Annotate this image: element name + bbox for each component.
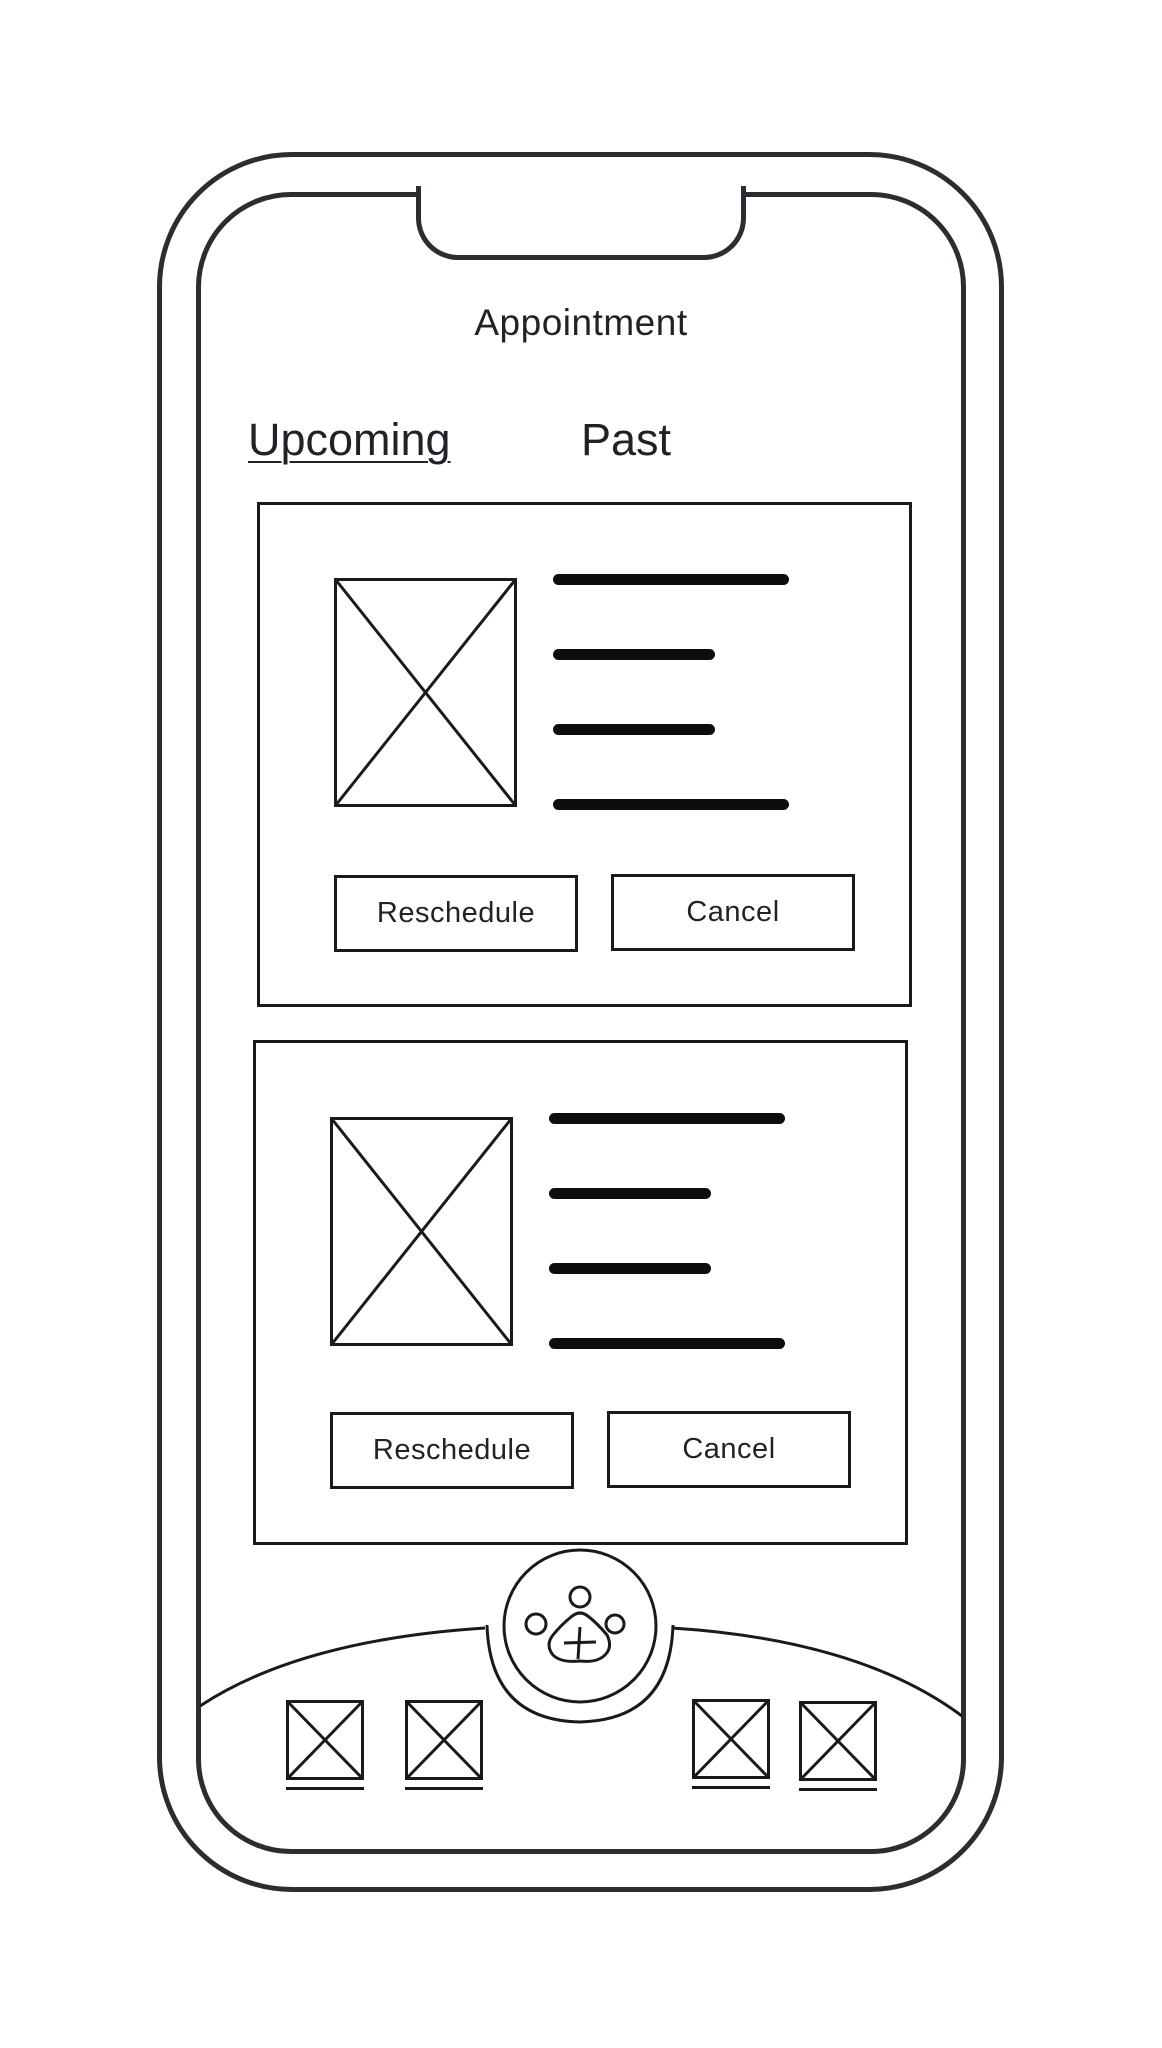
nav-item-underline: [286, 1787, 364, 1790]
paw-plus-icon: [502, 1548, 658, 1704]
reschedule-button[interactable]: Reschedule: [334, 875, 578, 952]
nav-item[interactable]: [692, 1699, 770, 1795]
detail-line: [553, 574, 789, 585]
image-placeholder-icon: [692, 1699, 770, 1779]
nav-item-underline: [692, 1786, 770, 1789]
detail-line: [549, 1338, 785, 1349]
detail-line: [553, 724, 715, 735]
detail-line: [553, 649, 715, 660]
image-placeholder-icon: [330, 1117, 513, 1346]
page-title: Appointment: [474, 302, 688, 343]
appointment-card: Reschedule Cancel: [257, 502, 912, 1007]
tab-past[interactable]: Past: [581, 414, 672, 465]
image-placeholder-icon: [334, 578, 517, 807]
appointment-card: Reschedule Cancel: [253, 1040, 908, 1545]
detail-line: [549, 1188, 711, 1199]
image-placeholder-icon: [799, 1701, 877, 1781]
nav-item-underline: [405, 1787, 483, 1790]
phone-frame-outer: [157, 152, 1004, 1892]
detail-line: [549, 1263, 711, 1274]
detail-line: [549, 1113, 785, 1124]
cancel-button[interactable]: Cancel: [611, 874, 855, 951]
phone-notch: [416, 186, 746, 260]
tab-upcoming[interactable]: Upcoming: [248, 414, 451, 465]
image-placeholder-icon: [405, 1700, 483, 1780]
nav-item-underline: [799, 1788, 877, 1791]
detail-line: [553, 799, 789, 810]
image-placeholder-icon: [286, 1700, 364, 1780]
add-pet-button[interactable]: [501, 1547, 659, 1705]
nav-item[interactable]: [286, 1700, 364, 1796]
nav-item[interactable]: [799, 1701, 877, 1797]
cancel-button[interactable]: Cancel: [607, 1411, 851, 1488]
nav-item[interactable]: [405, 1700, 483, 1796]
reschedule-button[interactable]: Reschedule: [330, 1412, 574, 1489]
